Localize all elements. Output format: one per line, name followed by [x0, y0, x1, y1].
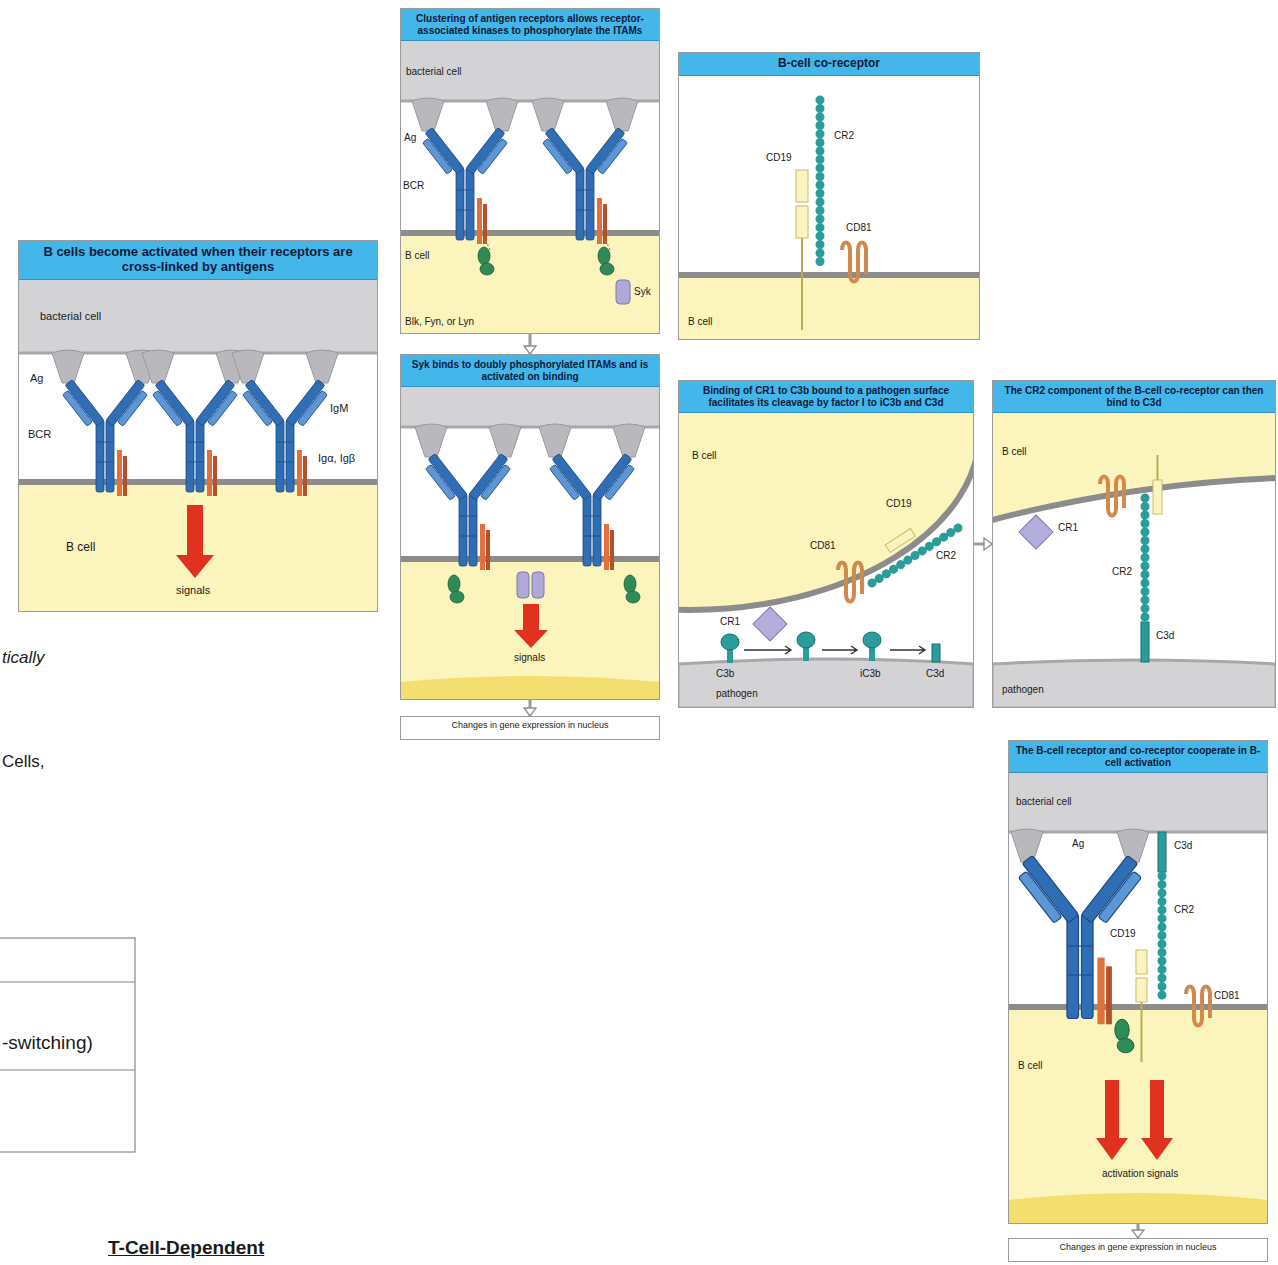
panel-title: B cells become activated when their rece… [19, 241, 377, 280]
part-label: Ag [30, 372, 43, 385]
part-label: CR1 [1058, 522, 1078, 534]
part-label: Blk, Fyn, or Lyn [405, 316, 474, 328]
page-text: tically [2, 648, 45, 668]
panel-art [18, 240, 378, 612]
part-label: C3d [926, 668, 944, 680]
part-label: C3d [1156, 630, 1174, 642]
arrow-head [984, 538, 992, 550]
part-label: activation signals [1102, 1168, 1178, 1180]
part-label: IgM [330, 402, 348, 415]
part-label: B cell [688, 316, 712, 328]
part-label: C3d [1174, 840, 1192, 852]
part-label: CD81 [846, 222, 872, 234]
panel-art [678, 100, 980, 340]
arrow-head [524, 346, 536, 354]
figure-panel: The B-cell receptor and co-receptor coop… [1008, 740, 1268, 1224]
part-label: CD81 [1214, 990, 1240, 1002]
part-label: bacterial cell [1016, 796, 1072, 808]
arrow-head [1132, 1230, 1144, 1238]
part-label: BCR [28, 428, 51, 441]
flow-arrow [974, 538, 992, 550]
part-label: iC3b [860, 668, 881, 680]
outcome-box: Changes in gene expression in nucleus [400, 716, 660, 740]
part-label: C3b [716, 668, 734, 680]
part-label: signals [176, 584, 210, 597]
part-label: signals [514, 652, 545, 664]
part-label: CD19 [886, 498, 912, 510]
panel-art [992, 380, 1276, 708]
flow-arrow [524, 334, 536, 354]
panel-art [400, 250, 980, 708]
flow-arrow [1132, 1224, 1144, 1238]
figure-panel: B cells become activated when their rece… [18, 240, 378, 612]
part-label: CR2 [1112, 566, 1132, 578]
part-label: pathogen [1002, 684, 1044, 696]
figure-panel: Clustering of antigen receptors allows r… [400, 8, 660, 334]
arrow-head [524, 708, 536, 716]
part-label: B cell [692, 450, 716, 462]
part-label: B cell [405, 250, 429, 262]
page-text: T-Cell-Dependent [108, 1237, 264, 1260]
part-label: pathogen [716, 688, 758, 700]
panel-art [400, 8, 660, 334]
part-label: CD81 [810, 540, 836, 552]
table-outline [0, 938, 135, 1152]
page-text: -switching) [2, 1032, 93, 1055]
part-label: B cell [1018, 1060, 1042, 1072]
panel-title: Syk binds to doubly phosphorylated ITAMs… [401, 355, 659, 387]
part-label: bacterial cell [40, 310, 101, 323]
figure-panel: B-cell co-receptor [678, 52, 980, 340]
part-label: Ag [404, 132, 416, 144]
figure-panel: Syk binds to doubly phosphorylated ITAMs… [400, 354, 660, 700]
part-label: Syk [634, 286, 651, 298]
part-label: bacterial cell [406, 66, 462, 78]
part-label: CD19 [766, 152, 792, 164]
part-label: Igα, Igβ [318, 452, 355, 465]
page-text: Cells, [2, 752, 45, 772]
part-label: B cell [1002, 446, 1026, 458]
panel-title: Clustering of antigen receptors allows r… [401, 9, 659, 41]
panel-title: B-cell co-receptor [679, 53, 979, 76]
panel-title: Binding of CR1 to C3b bound to a pathoge… [679, 381, 973, 413]
panel-title: The CR2 component of the B-cell co-recep… [993, 381, 1275, 413]
part-label: B cell [66, 540, 95, 554]
figure-panel: The CR2 component of the B-cell co-recep… [992, 380, 1276, 708]
part-label: Ag [1072, 838, 1084, 850]
part-label: CR2 [1174, 904, 1194, 916]
panel-art [400, 354, 660, 700]
flow-arrow [524, 700, 536, 716]
part-label: CR2 [936, 550, 956, 562]
part-label: BCR [403, 180, 424, 192]
panel-art [1008, 740, 1268, 1224]
box-text: Changes in gene expression in nucleus [1009, 1239, 1267, 1256]
panel-title: The B-cell receptor and co-receptor coop… [1009, 741, 1267, 773]
part-label: CD19 [1110, 928, 1136, 940]
box-text: Changes in gene expression in nucleus [401, 717, 659, 734]
part-label: CR1 [720, 616, 740, 628]
outcome-box: Changes in gene expression in nucleus [1008, 1238, 1268, 1262]
part-label: CR2 [834, 130, 854, 142]
